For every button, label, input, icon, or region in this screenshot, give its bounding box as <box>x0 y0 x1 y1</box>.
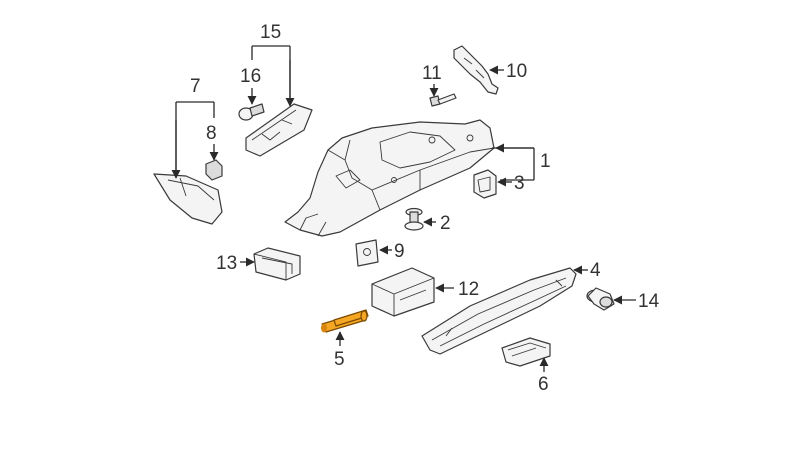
callout-16: 16 <box>240 66 261 87</box>
leader-lines <box>171 45 636 372</box>
glove-box-door-part[interactable] <box>421 267 577 355</box>
callout-8: 8 <box>206 123 217 144</box>
damper-rod-part[interactable] <box>321 309 369 333</box>
callout-13: 13 <box>216 253 237 274</box>
vent-housing-part[interactable] <box>253 247 301 281</box>
callout-11: 11 <box>422 63 442 84</box>
callout-3: 3 <box>514 173 525 194</box>
fastener-part[interactable] <box>205 159 223 181</box>
leader-1 <box>492 147 535 181</box>
bulb-part[interactable] <box>238 103 265 121</box>
switch-part[interactable] <box>453 45 499 95</box>
clip-part[interactable] <box>473 169 497 199</box>
callout-15: 15 <box>260 22 281 43</box>
callout-7: 7 <box>190 76 201 97</box>
clip-plate-part[interactable] <box>355 239 379 267</box>
callout-12: 12 <box>458 279 479 300</box>
callout-9: 9 <box>394 241 405 262</box>
screw-part[interactable] <box>429 93 457 107</box>
callout-14: 14 <box>638 291 660 312</box>
side-trim-panel-part[interactable] <box>153 173 223 225</box>
callout-labels: 1 2 3 4 5 6 7 8 9 10 11 12 13 14 15 16 <box>190 22 660 395</box>
glove-box-housing-part[interactable] <box>284 119 495 237</box>
callout-1: 1 <box>540 151 551 172</box>
callout-4: 4 <box>590 260 601 281</box>
bolt-part[interactable] <box>404 207 424 231</box>
module-box-part[interactable] <box>371 267 435 317</box>
callout-5: 5 <box>334 349 345 370</box>
latch-handle-part[interactable] <box>501 337 551 367</box>
callout-2: 2 <box>440 213 451 234</box>
callout-6: 6 <box>538 374 549 395</box>
callout-10: 10 <box>506 61 527 82</box>
lamp-socket-part[interactable] <box>586 287 615 311</box>
